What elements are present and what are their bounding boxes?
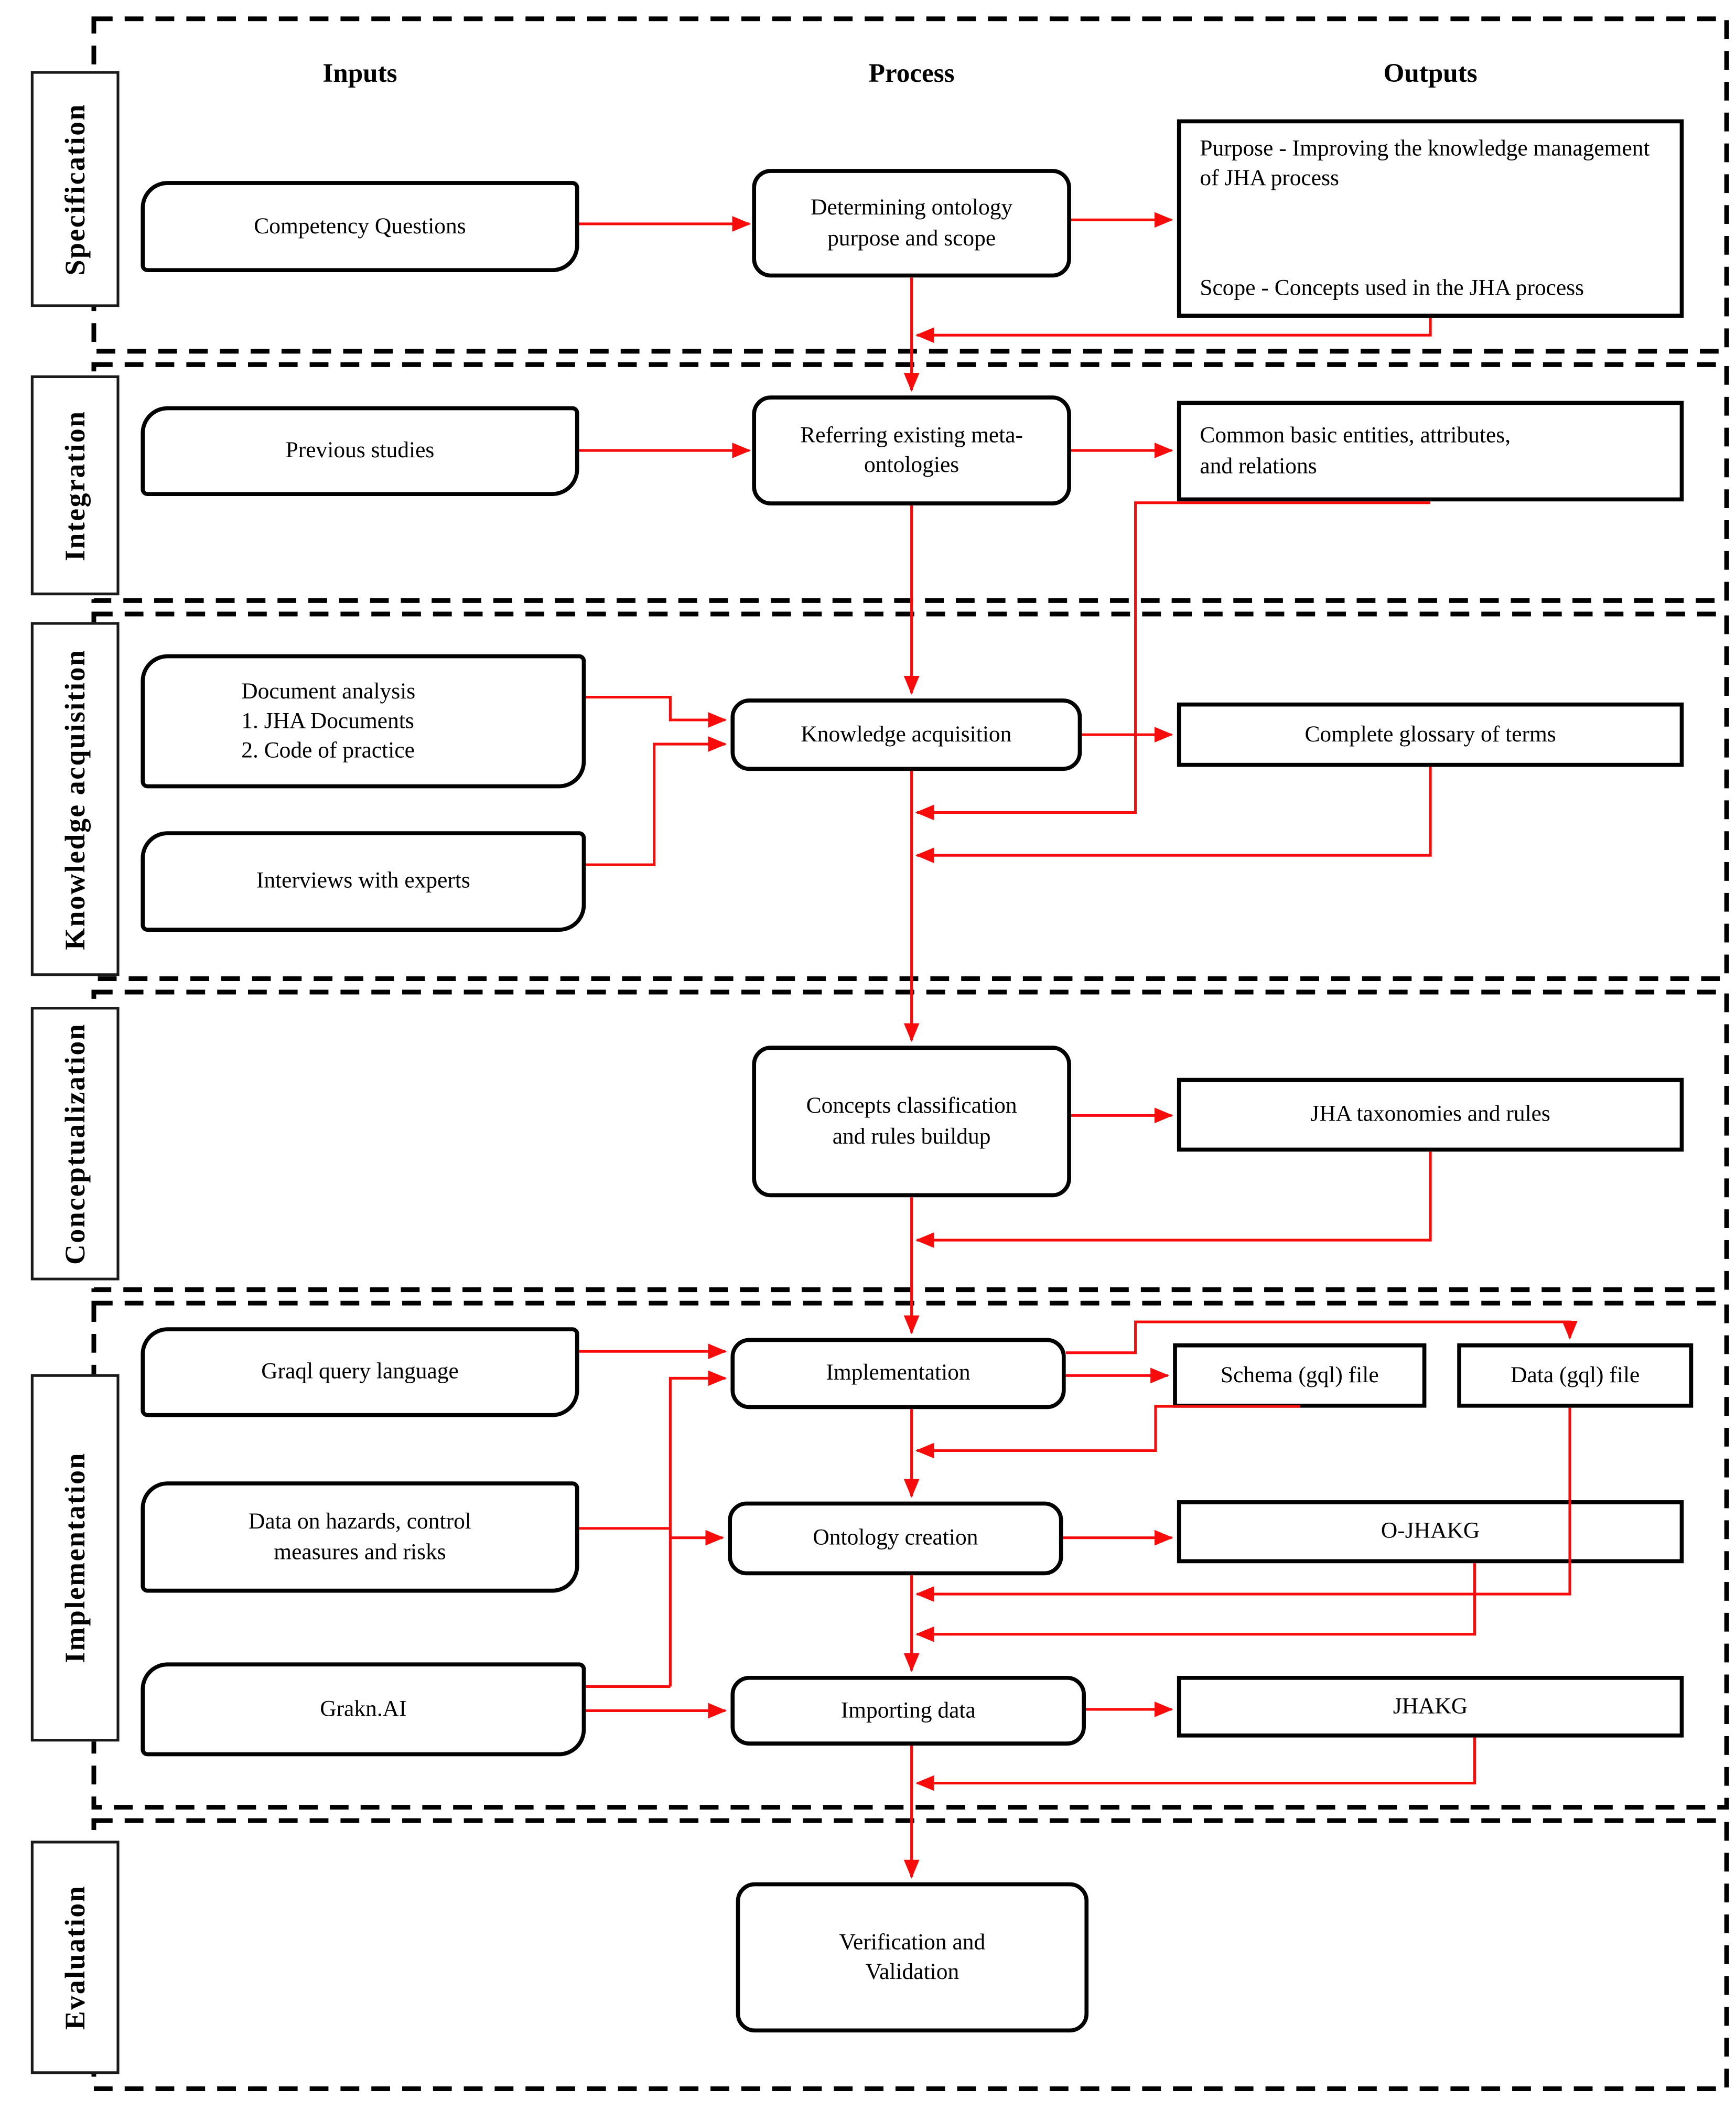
box-previous-studies: Previous studies [141, 406, 579, 497]
phase-label-knowledge-acquisition: Knowledge acquisition [30, 622, 120, 976]
box-purpose-scope-output: Purpose - Improving the knowledge manage… [1177, 119, 1684, 318]
feedback-schema-to-spine [915, 1405, 1301, 1459]
box-determining-purpose-scope: Determining ontology purpose and scope [752, 169, 1071, 278]
column-header-process: Process [868, 59, 955, 89]
feedback-purpose-to-spine [915, 317, 1432, 343]
phase-label-conceptualization: Conceptualization [30, 1007, 120, 1280]
box-graql-language: Graql query language [141, 1327, 579, 1417]
box-ontology-creation: Ontology creation [728, 1501, 1063, 1576]
box-document-analysis: Document analysis 1. JHA Documents 2. Co… [141, 654, 586, 789]
box-schema-gql-file: Schema (gql) file [1173, 1343, 1427, 1408]
collector-to-implementation [668, 1370, 727, 1687]
box-concepts-classification: Concepts classification and rules buildu… [752, 1046, 1071, 1198]
arrow-documents-to-knowledge [586, 695, 727, 728]
box-common-basic-entities: Common basic entities, attributes, and r… [1177, 401, 1684, 502]
box-importing-data: Importing data [730, 1675, 1086, 1746]
phase-label-specification: Specification [30, 71, 120, 307]
box-data-on-hazards: Data on hazards, control measures and ri… [141, 1481, 579, 1593]
box-complete-glossary: Complete glossary of terms [1177, 702, 1684, 767]
box-jha-taxonomies: JHA taxonomies and rules [1177, 1078, 1684, 1152]
column-header-outputs: Outputs [1383, 59, 1478, 89]
box-referring-meta-ontologies: Referring existing meta- ontologies [752, 395, 1071, 505]
box-competency-questions: Competency Questions [141, 181, 579, 273]
arrow-interviews-to-knowledge [586, 736, 727, 866]
column-header-inputs: Inputs [322, 59, 397, 89]
phase-label-integration: Integration [30, 375, 120, 596]
box-jhakg: JHAKG [1177, 1675, 1684, 1738]
box-grakn-ai: Grakn.AI [141, 1662, 586, 1757]
phase-label-implementation: Implementation [30, 1374, 120, 1742]
box-o-jhakg: O-JHAKG [1177, 1500, 1684, 1564]
phase-label-evaluation: Evaluation [30, 1840, 120, 2074]
box-knowledge-acquisition: Knowledge acquisition [730, 698, 1082, 771]
box-implementation: Implementation [730, 1338, 1066, 1409]
box-interviews-experts: Interviews with experts [141, 831, 586, 932]
feedback-glossary-to-spine [915, 767, 1432, 864]
box-data-gql-file: Data (gql) file [1457, 1343, 1694, 1408]
box-verification-validation: Verification and Validation [736, 1882, 1089, 2033]
